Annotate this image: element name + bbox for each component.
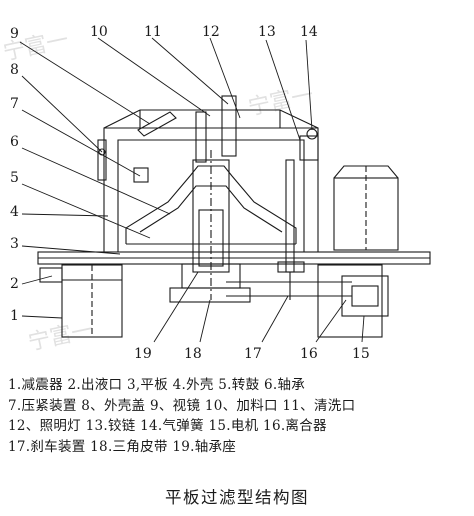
callout-10: 10 <box>90 24 108 40</box>
legend-line-2: 7.压紧装置 8、外壳盖 9、视镜 10、加料口 11、清洗口 <box>8 397 356 414</box>
main-shaft <box>192 159 230 273</box>
callout-numbers: 9 10 11 12 13 14 8 7 6 5 4 3 2 1 19 18 1… <box>10 24 370 362</box>
machine-drawing <box>37 95 431 338</box>
parts-legend: 1.减震器 2.出液口 3,平板 4.外壳 5.转鼓 6.轴承 7.压紧装置 8… <box>8 375 470 457</box>
gas-spring <box>285 159 295 273</box>
leader-lines <box>19 37 365 343</box>
hinge <box>306 128 318 140</box>
callout-3: 3 <box>10 236 19 252</box>
callout-14: 14 <box>300 24 318 40</box>
wash-inlet <box>195 111 207 163</box>
sight-glass <box>137 111 177 137</box>
callout-12: 12 <box>202 24 220 40</box>
svg-text:宁富一: 宁富一 <box>246 83 316 121</box>
callout-1: 1 <box>10 308 19 324</box>
feed-inlet <box>221 95 237 157</box>
legend-line-3: 12、照明灯 13.铰链 14.气弹簧 15.电机 16.离合器 <box>8 418 327 434</box>
callout-5: 5 <box>10 170 19 186</box>
liquid-outlet <box>39 267 63 283</box>
centrifuge-structure-diagram: 宁富一 宁富一 宁富一 <box>1 24 431 362</box>
callout-8: 8 <box>10 62 19 78</box>
callout-11: 11 <box>144 24 162 40</box>
light <box>133 167 149 183</box>
outer-casing <box>103 127 319 252</box>
callout-13: 13 <box>258 24 276 40</box>
callout-19: 19 <box>134 346 152 362</box>
watermark: 宁富一 宁富一 宁富一 <box>1 28 316 356</box>
callout-18: 18 <box>184 346 202 362</box>
callout-17: 17 <box>244 346 262 362</box>
diagram-caption: 平板过滤型结构图 <box>165 488 309 507</box>
callout-2: 2 <box>10 276 19 292</box>
callout-6: 6 <box>10 134 19 150</box>
callout-4: 4 <box>10 204 19 220</box>
legend-line-1: 1.减震器 2.出液口 3,平板 4.外壳 5.转鼓 6.轴承 <box>8 377 306 393</box>
callout-15: 15 <box>352 346 370 362</box>
callout-7: 7 <box>10 96 19 112</box>
legend-line-4: 17.刹车装置 18.三角皮带 19.轴承座 <box>8 438 237 455</box>
callout-16: 16 <box>300 346 318 362</box>
callout-9: 9 <box>10 26 19 42</box>
right-damper <box>317 264 383 338</box>
casing-cover <box>103 109 319 129</box>
pressing-device <box>97 139 107 181</box>
